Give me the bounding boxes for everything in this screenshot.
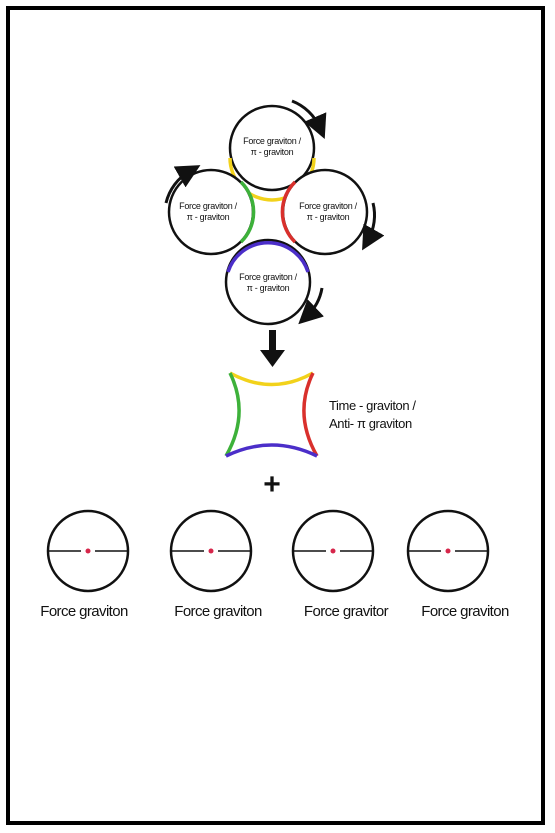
force-graviton-circle-1	[46, 509, 130, 593]
cluster-label-bottom-2: π - graviton	[247, 283, 290, 293]
force-graviton-circle-2	[169, 509, 253, 593]
plus-sign: +	[263, 468, 281, 501]
cluster-label-left-2: π - graviton	[187, 212, 230, 222]
rotation-arrow-icon	[298, 287, 324, 325]
force-graviton-circle-4	[406, 509, 490, 593]
cluster-circle-left: Force graviton / π - graviton	[167, 168, 256, 256]
rotation-arrow-icon	[164, 165, 201, 204]
rotation-arrow-icon	[362, 202, 385, 251]
force-graviton-label-2: Force graviton	[174, 603, 262, 620]
rotation-arrow-icon	[291, 99, 327, 140]
cluster-label-right-1: Force graviton /	[299, 201, 358, 211]
cluster-label-left-1: Force graviton /	[179, 201, 238, 211]
cluster-label-top-2: π - graviton	[251, 147, 294, 157]
force-graviton-circle-3	[291, 509, 375, 593]
down-arrow-icon	[260, 330, 285, 367]
cluster-label-bottom-1: Force graviton /	[239, 272, 298, 282]
cluster-circle-top: Force graviton / π - graviton	[228, 104, 316, 202]
cluster-label-top-1: Force graviton /	[243, 136, 302, 146]
force-graviton-label-3: Force gravitor	[304, 603, 389, 620]
time-graviton-shape	[224, 371, 319, 458]
cluster-circle-right: Force graviton / π - graviton	[280, 168, 369, 256]
force-graviton-label-4: Force graviton	[421, 603, 509, 620]
result-label-line2: Anti- π graviton	[329, 416, 412, 431]
force-graviton-label-1: Force graviton	[40, 603, 128, 620]
cluster-circle-bottom: Force graviton / π - graviton	[224, 238, 312, 326]
cluster-label-right-2: π - graviton	[307, 212, 350, 222]
result-label-line1: Time - graviton /	[329, 398, 416, 413]
